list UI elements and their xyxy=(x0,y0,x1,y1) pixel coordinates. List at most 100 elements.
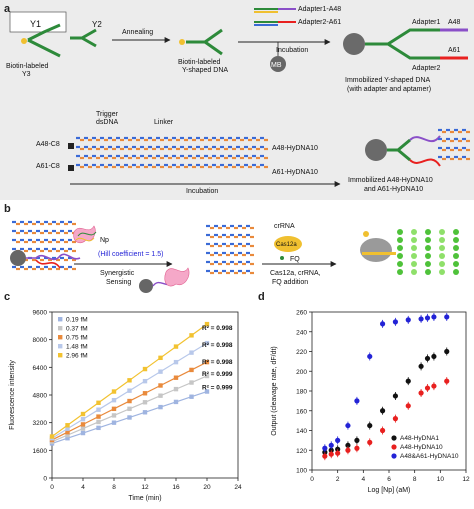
data-point xyxy=(354,398,360,404)
data-point xyxy=(322,453,328,459)
y1-label: Y1 xyxy=(30,19,41,29)
y-axis-label: Output (cleavage rate, dF/dt) xyxy=(271,346,278,436)
reporter-dot xyxy=(425,261,431,267)
x-tick-label: 4 xyxy=(81,484,85,491)
legend-label: A48-HyDNA10 xyxy=(400,444,443,451)
data-point xyxy=(367,353,373,360)
data-point xyxy=(424,355,431,362)
adapter2-label: Adapter2 xyxy=(412,65,441,72)
data-point xyxy=(345,442,351,448)
x-tick-label: 8 xyxy=(413,476,417,483)
data-point xyxy=(80,417,86,422)
reporter-dot xyxy=(397,269,403,275)
c8-block-a48 xyxy=(68,143,74,149)
data-point xyxy=(65,429,70,435)
yshape-label-line2: Y-shaped DNA xyxy=(182,67,228,74)
linker-label: Linker xyxy=(154,119,174,126)
a61-loop xyxy=(409,158,441,167)
trigger-label-line1: Trigger xyxy=(96,111,119,118)
y-tick-label: 4800 xyxy=(33,393,48,400)
data-point xyxy=(405,378,411,384)
legend-label: A48-HyDNA1 xyxy=(400,435,439,442)
data-point xyxy=(111,389,117,394)
data-point xyxy=(328,451,334,457)
y-axis-label: Fluorescence intensity xyxy=(9,360,16,430)
data-point xyxy=(111,406,117,412)
incubation-label: Incubation xyxy=(276,47,308,54)
adapter1-a48-strand xyxy=(254,8,296,13)
y-tick-label: 9600 xyxy=(33,310,48,317)
y-tick-label: 260 xyxy=(296,310,307,317)
adapter2-a61-strand xyxy=(254,21,296,26)
reporter-dot xyxy=(439,237,445,243)
reporter-dot xyxy=(453,261,459,267)
reporter-dot xyxy=(397,253,403,259)
panel-a-background xyxy=(0,0,474,200)
data-point xyxy=(142,400,148,405)
data-point xyxy=(335,450,341,456)
data-point xyxy=(418,316,424,322)
trigger-label-line2: dsDNA xyxy=(96,119,119,126)
cas12a-label: Cas12a xyxy=(276,242,297,248)
data-point xyxy=(204,359,210,365)
x-tick-label: 20 xyxy=(203,484,211,491)
a61-label: A61 xyxy=(448,47,461,54)
hill-coefficient-label: (Hill coefficient = 1.5) xyxy=(98,251,163,258)
data-point xyxy=(204,340,210,346)
y3-label: Y3 xyxy=(22,71,31,78)
magnetic-bead-icon xyxy=(365,139,387,161)
data-point xyxy=(189,394,194,399)
y-tick-label: 220 xyxy=(296,349,307,356)
hydna-construct xyxy=(76,136,268,169)
data-point xyxy=(418,390,424,396)
data-point xyxy=(127,415,132,420)
y-tick-label: 200 xyxy=(296,369,307,376)
a61-hydna10-label: A61-HyDNA10 xyxy=(272,169,318,176)
x-tick-label: 2 xyxy=(336,476,340,483)
y-tick-label: 180 xyxy=(296,389,307,396)
legend-marker xyxy=(391,453,397,459)
data-point xyxy=(158,369,163,374)
panel-c-letter: c xyxy=(4,291,10,303)
reporter-dot xyxy=(425,269,431,275)
data-point xyxy=(189,380,194,385)
y-tick-label: 3200 xyxy=(33,420,48,427)
data-point xyxy=(392,416,399,422)
a48-c8-label: A48-C8 xyxy=(36,141,60,148)
immobilized-hydna-anchor xyxy=(387,138,411,162)
y-tick-label: 160 xyxy=(296,408,307,415)
data-point xyxy=(392,393,399,399)
legend-label: 0.19 fM xyxy=(66,317,88,324)
data-point xyxy=(354,445,360,451)
reporter-dot xyxy=(439,245,445,251)
fluorescent-reporters xyxy=(397,229,459,275)
r2-label: R² = 0.999 xyxy=(202,385,233,392)
reporter-dot xyxy=(411,261,417,267)
addition-label-line1: Cas12a, crRNA, xyxy=(270,270,321,277)
immobilized-hydna-label-line2: and A61-HyDNA10 xyxy=(364,186,423,193)
data-point xyxy=(80,422,86,427)
immobilized-label-line2: (with adapter and aptamer) xyxy=(347,86,431,93)
y-tick-label: 140 xyxy=(296,428,307,435)
data-point xyxy=(158,404,163,410)
magnetic-bead-icon xyxy=(270,56,286,72)
reporter-dot xyxy=(439,229,445,235)
data-point xyxy=(189,350,194,355)
data-point xyxy=(345,447,351,453)
data-point xyxy=(80,430,86,436)
legend-marker xyxy=(58,353,63,358)
reporter-dot xyxy=(453,253,459,259)
data-point xyxy=(418,363,424,369)
fluorophore-icon xyxy=(280,256,284,260)
data-point xyxy=(431,383,437,389)
y-tick-label: 0 xyxy=(43,476,47,483)
panel-d-letter: d xyxy=(258,291,265,303)
data-point xyxy=(127,406,132,412)
yshape-label-line1: Biotin-labeled xyxy=(178,59,221,66)
cas12a-icon xyxy=(274,236,302,252)
data-point xyxy=(379,408,386,414)
data-point xyxy=(444,348,450,355)
a48-label: A48 xyxy=(448,19,461,26)
data-point xyxy=(142,410,148,415)
